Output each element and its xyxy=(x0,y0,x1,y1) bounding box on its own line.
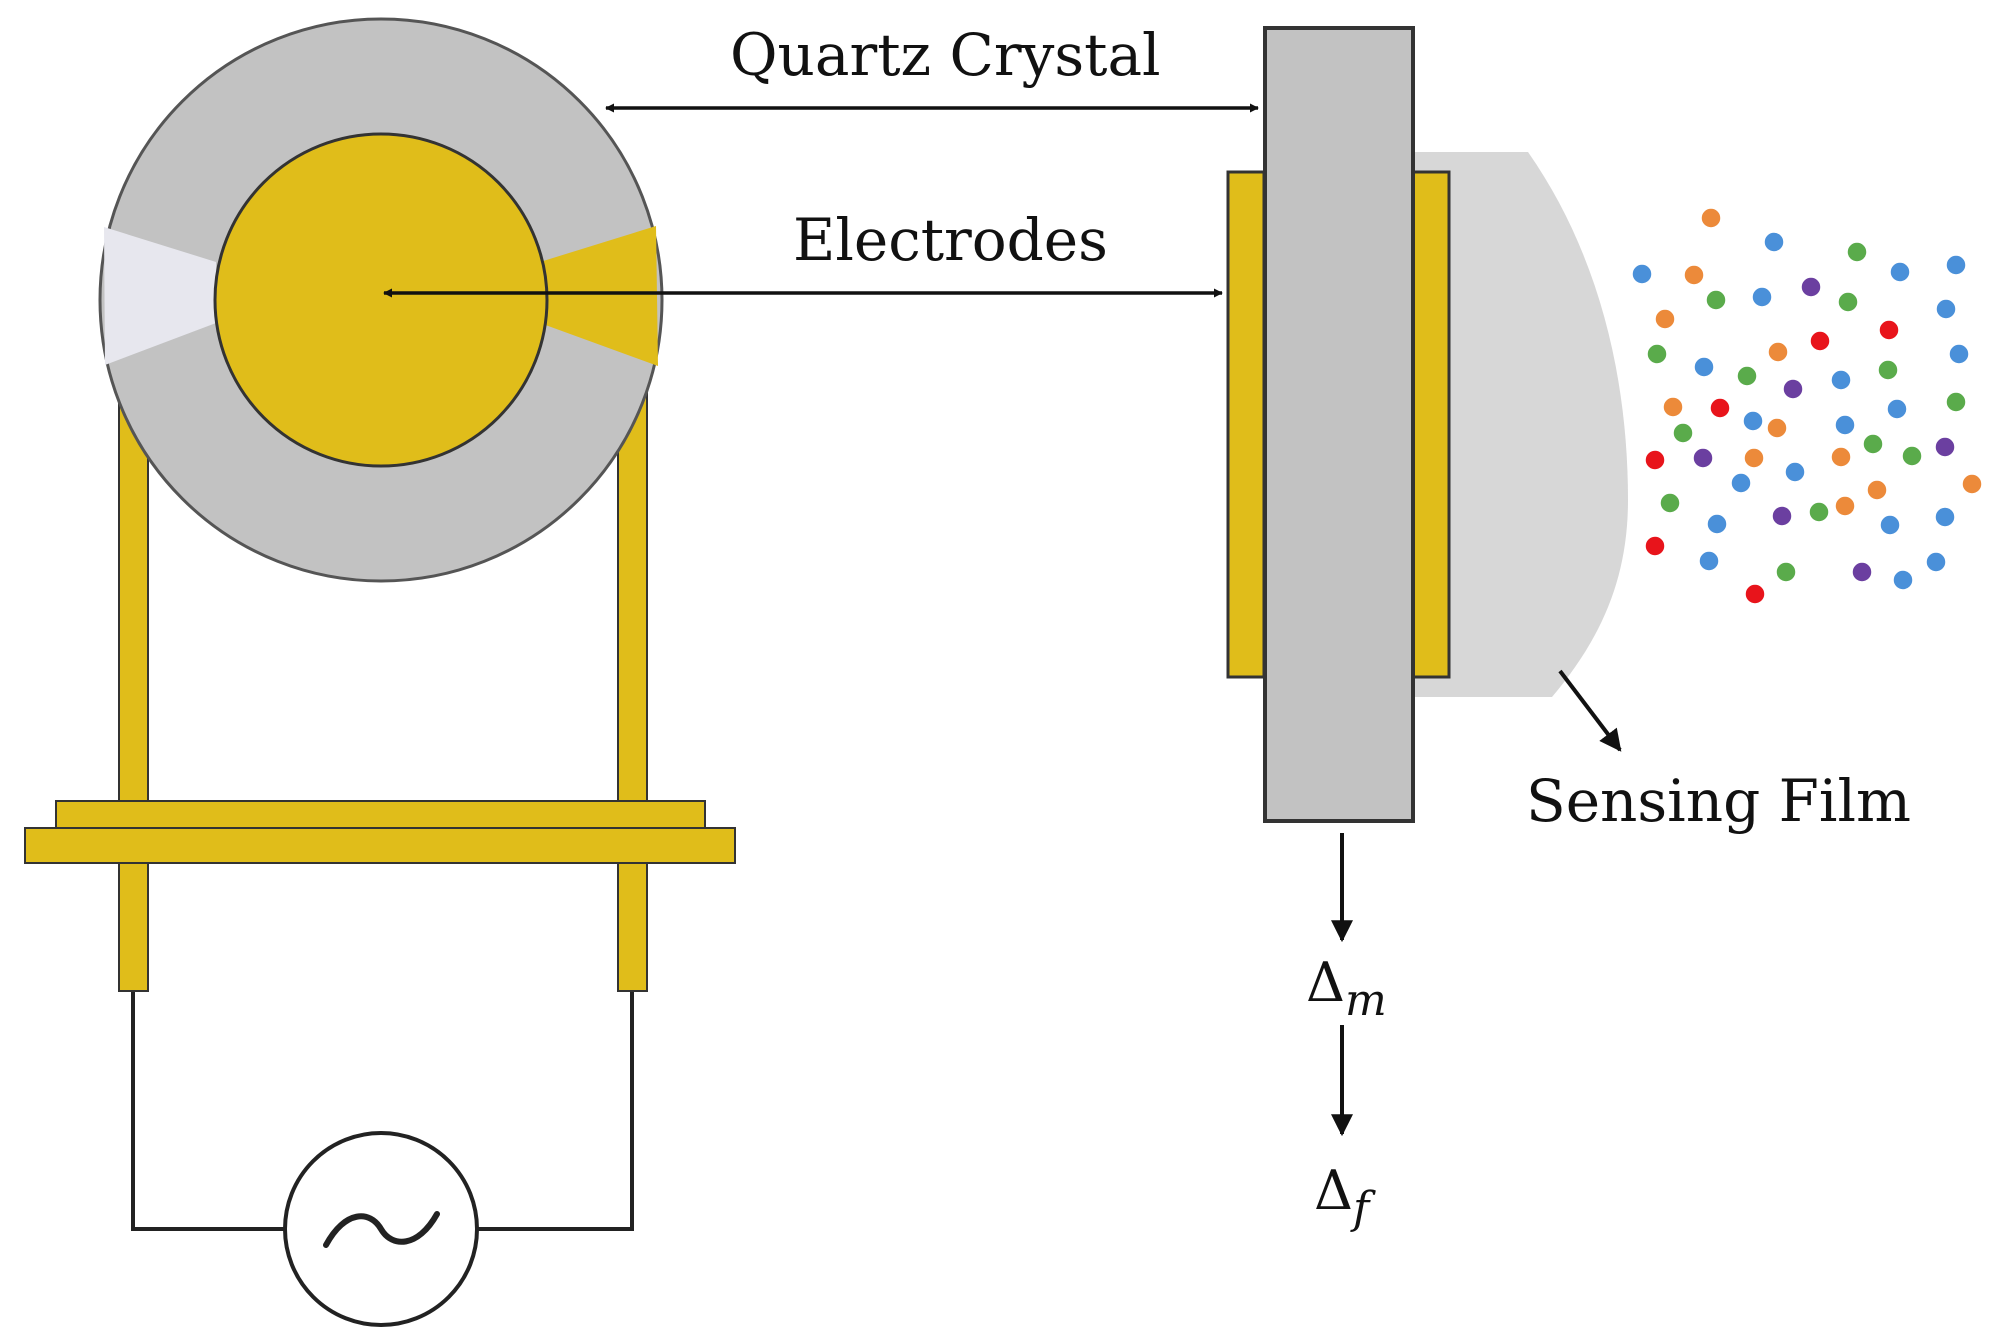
particle xyxy=(1834,414,1856,436)
particle xyxy=(1736,365,1758,387)
gas-particles xyxy=(1631,207,1983,605)
particle xyxy=(1879,514,1901,536)
circuit-wires xyxy=(131,990,634,1231)
particle xyxy=(1809,330,1831,352)
particle xyxy=(1878,319,1900,341)
quartz-crystal-label: Quartz Crystal xyxy=(730,21,1161,89)
particle xyxy=(1934,506,1956,528)
particle xyxy=(1901,445,1923,467)
particle xyxy=(1834,495,1856,517)
particle xyxy=(1709,397,1731,419)
particle xyxy=(1644,535,1666,557)
particle xyxy=(1730,472,1752,494)
particle xyxy=(1889,261,1911,283)
quartz-crystal-side-view xyxy=(1263,26,1415,823)
particle xyxy=(1862,433,1884,455)
delta-f-label: Δf xyxy=(1314,1164,1369,1231)
quartz-disc-front xyxy=(98,17,664,583)
delta-m-symbol: Δ xyxy=(1306,951,1345,1014)
particle xyxy=(1693,356,1715,378)
particle xyxy=(1700,207,1722,229)
sensing-film xyxy=(1412,152,1628,697)
particle xyxy=(1886,398,1908,420)
particle xyxy=(1945,391,1967,413)
delta-f-subscript: f xyxy=(1353,1183,1370,1234)
particle xyxy=(1743,447,1765,469)
sensing-film-label: Sensing Film xyxy=(1526,767,1911,835)
particle xyxy=(1784,461,1806,483)
delta-m-subscript: m xyxy=(1345,975,1387,1026)
particle xyxy=(1830,369,1852,391)
electrodes-label: Electrodes xyxy=(793,206,1108,274)
particle xyxy=(1846,241,1868,263)
particle xyxy=(1948,343,1970,365)
particle xyxy=(1892,569,1914,591)
mount-legs xyxy=(118,384,648,992)
particle xyxy=(1934,436,1956,458)
particle xyxy=(1646,343,1668,365)
particle xyxy=(1877,359,1899,381)
particle xyxy=(1782,378,1804,400)
particle xyxy=(1866,479,1888,501)
particle xyxy=(1767,341,1789,363)
particle xyxy=(1925,551,1947,573)
particle xyxy=(1644,449,1666,471)
particle xyxy=(1631,263,1653,285)
particle xyxy=(1654,308,1676,330)
particle xyxy=(1692,447,1714,469)
sensing-film-arrow xyxy=(1558,669,1622,752)
particle xyxy=(1683,264,1705,286)
particle xyxy=(1662,396,1684,418)
particle xyxy=(1808,501,1830,523)
particle xyxy=(1705,289,1727,311)
particle xyxy=(1751,286,1773,308)
particle xyxy=(1837,291,1859,313)
particle xyxy=(1763,231,1785,253)
particle xyxy=(1672,422,1694,444)
particle xyxy=(1659,492,1681,514)
mount-base xyxy=(24,800,736,864)
delta-f-symbol: Δ xyxy=(1314,1159,1353,1222)
delta-m-label: Δm xyxy=(1306,956,1387,1023)
particle xyxy=(1706,513,1728,535)
particle xyxy=(1935,298,1957,320)
particle xyxy=(1800,276,1822,298)
particle xyxy=(1744,583,1766,605)
ac-sine-source-icon xyxy=(283,1131,479,1327)
particle xyxy=(1775,561,1797,583)
particle xyxy=(1945,254,1967,276)
particle xyxy=(1771,505,1793,527)
particle xyxy=(1830,446,1852,468)
particle xyxy=(1698,550,1720,572)
particle xyxy=(1742,410,1764,432)
particle xyxy=(1961,473,1983,495)
particle xyxy=(1766,417,1788,439)
particle xyxy=(1851,561,1873,583)
